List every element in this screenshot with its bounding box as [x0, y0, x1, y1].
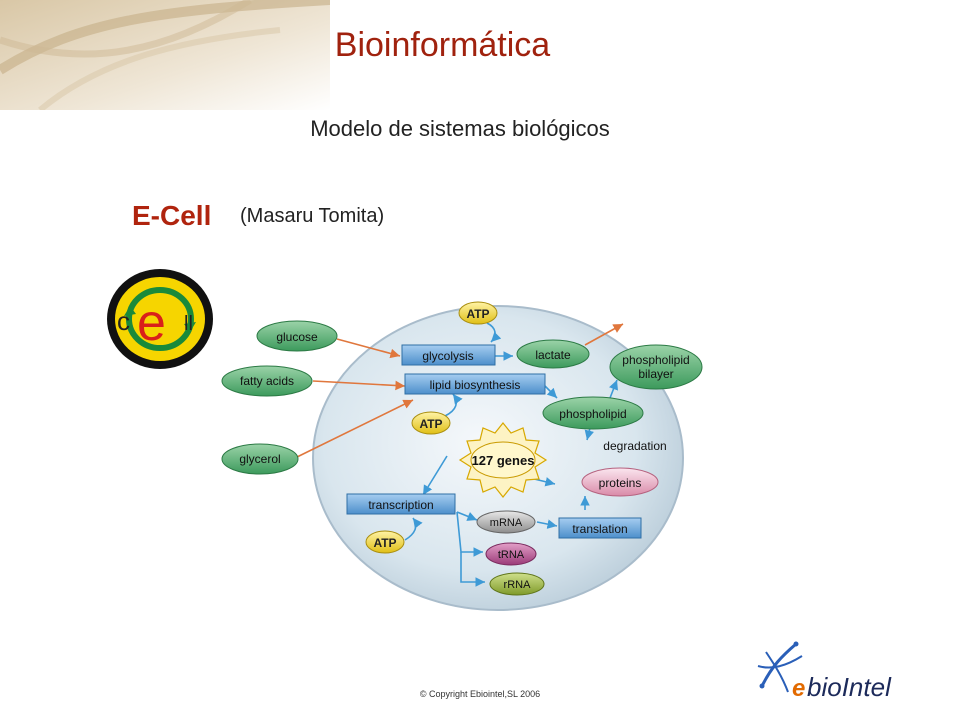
dna-helix-icon [757, 641, 803, 693]
label-glucose: glucose [276, 330, 318, 344]
label-mrna: mRNA [490, 517, 523, 529]
brand-name: bioIntel [807, 672, 892, 702]
slide-title: Bioinformática [334, 26, 551, 64]
label-fatty-acids: fatty acids [240, 374, 294, 388]
label-atp-middle: ATP [419, 417, 442, 431]
label-trna: tRNA [498, 549, 525, 561]
label-phospholipid: phospholipid [559, 407, 626, 421]
author-link[interactable]: (Masaru Tomita) [240, 205, 384, 228]
label-glycerol: glycerol [239, 452, 280, 466]
label-glycolysis: glycolysis [422, 349, 473, 363]
logo-letters-ll: ll [184, 313, 193, 335]
copyright-notice: © Copyright Ebiointel,SL 2006 [419, 689, 541, 699]
label-bilayer-line1: phospholipid [622, 353, 689, 367]
model-name: E-Cell [132, 200, 212, 231]
label-lipid-biosynthesis: lipid biosynthesis [430, 378, 521, 392]
ecell-logo: c e ll [107, 269, 213, 369]
label-degradation: degradation [603, 439, 666, 453]
label-rrna: rRNA [504, 579, 532, 591]
label-proteins: proteins [599, 476, 642, 490]
logo-letter-e: e [137, 294, 166, 352]
label-transcription: transcription [368, 498, 433, 512]
cell-pathway-diagram: glucose fatty acids glycerol ATP ATP ATP… [221, 301, 703, 611]
label-translation: translation [572, 522, 627, 536]
label-atp-bottom: ATP [373, 536, 396, 550]
label-bilayer-line2: bilayer [638, 367, 673, 381]
decorative-corner-image [0, 0, 330, 110]
author-name[interactable]: (Masaru Tomita) [240, 205, 385, 227]
logo-letter-c: c [117, 306, 130, 336]
label-127-genes: 127 genes [472, 453, 535, 468]
slide-subtitle: Modelo de sistemas biológicos [310, 116, 610, 141]
brand-e: e [792, 675, 805, 702]
label-atp-top: ATP [466, 307, 489, 321]
ebiointel-logo: e bioIntel [757, 641, 892, 702]
label-lactate: lactate [535, 348, 571, 362]
